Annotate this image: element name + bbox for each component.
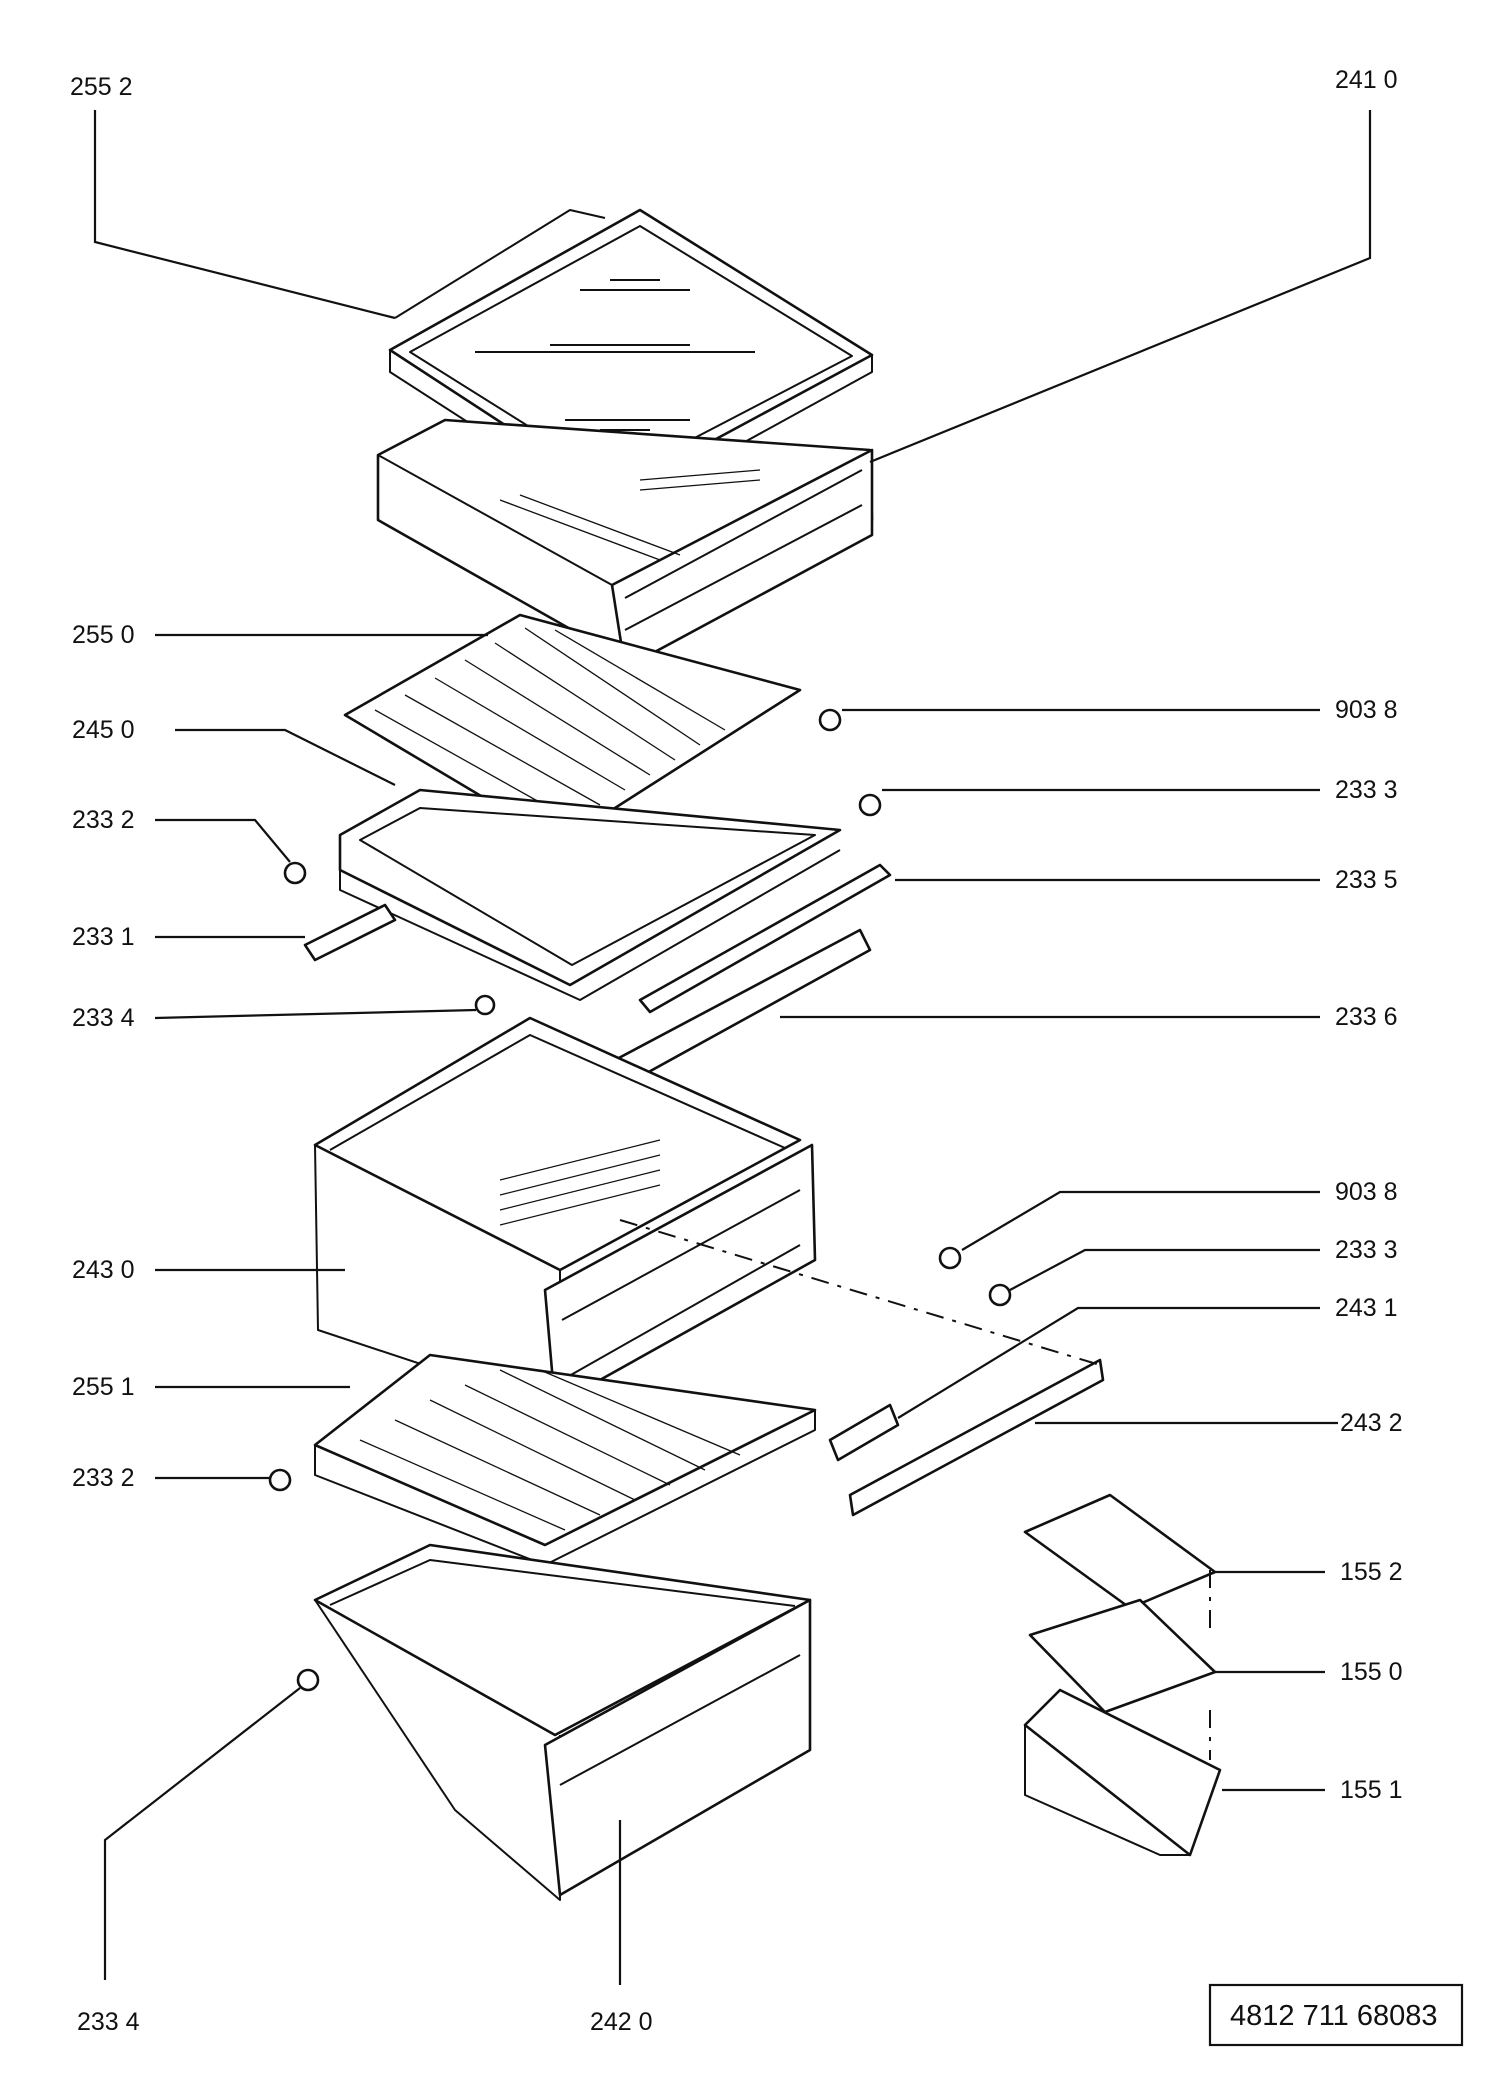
screw-2334-upper xyxy=(474,994,496,1016)
label-2335: 233 5 xyxy=(1335,866,1398,894)
bottom-drawer xyxy=(313,1543,812,1901)
alignment-lines xyxy=(619,1219,1211,1760)
label-2420: 242 0 xyxy=(590,2008,653,2036)
label-2551: 255 1 xyxy=(72,1373,135,1401)
label-2430: 243 0 xyxy=(72,1256,135,1284)
label-1552: 155 2 xyxy=(1340,1558,1403,1586)
label-2332-lower: 233 2 xyxy=(72,1464,135,1492)
label-2336: 233 6 xyxy=(1335,1003,1398,1031)
label-2431: 243 1 xyxy=(1335,1294,1398,1322)
side-rail-left xyxy=(303,903,397,962)
screw-2333-lower xyxy=(988,1283,1012,1307)
middle-drawer xyxy=(313,1016,817,1411)
top-crisper-drawer xyxy=(376,418,874,670)
rail-upper xyxy=(638,863,892,1014)
front-panel-clip xyxy=(828,1403,900,1462)
label-9038-lower: 903 8 xyxy=(1335,1178,1398,1206)
label-2333-lower: 233 3 xyxy=(1335,1236,1398,1264)
label-2334-upper: 233 4 xyxy=(72,1004,135,1032)
label-2450: 245 0 xyxy=(72,716,135,744)
screw-2333-upper xyxy=(858,793,882,817)
screw-2332-upper xyxy=(283,861,307,885)
egg-tray-cover xyxy=(1023,1493,1217,1610)
shelf-frame xyxy=(338,788,842,1001)
screw-9038-upper xyxy=(818,708,842,732)
screw-2334-lower xyxy=(296,1668,320,1692)
egg-box xyxy=(1023,1688,1222,1857)
screw-9038-lower xyxy=(938,1246,962,1270)
label-1550: 155 0 xyxy=(1340,1658,1403,1686)
label-9038-upper: 903 8 xyxy=(1335,696,1398,724)
label-2552: 255 2 xyxy=(70,73,133,101)
label-2550: 255 0 xyxy=(72,621,135,649)
screw-2332-lower xyxy=(268,1468,292,1492)
label-1551: 155 1 xyxy=(1340,1776,1403,1804)
lower-ribbed-shelf xyxy=(313,1353,817,1566)
label-2331: 233 1 xyxy=(72,923,135,951)
label-2334-lower: 233 4 xyxy=(77,2008,140,2036)
reference-number: 4812 711 68083 xyxy=(1230,2000,1438,2032)
label-2410: 241 0 xyxy=(1335,66,1398,94)
label-2333-upper: 233 3 xyxy=(1335,776,1398,804)
leader-lines xyxy=(93,110,1372,1985)
front-strip xyxy=(848,1358,1105,1517)
label-2432: 243 2 xyxy=(1340,1409,1403,1437)
reference-number-box: 4812 711 68083 xyxy=(1208,1983,1464,2047)
label-2332-upper: 233 2 xyxy=(72,806,135,834)
